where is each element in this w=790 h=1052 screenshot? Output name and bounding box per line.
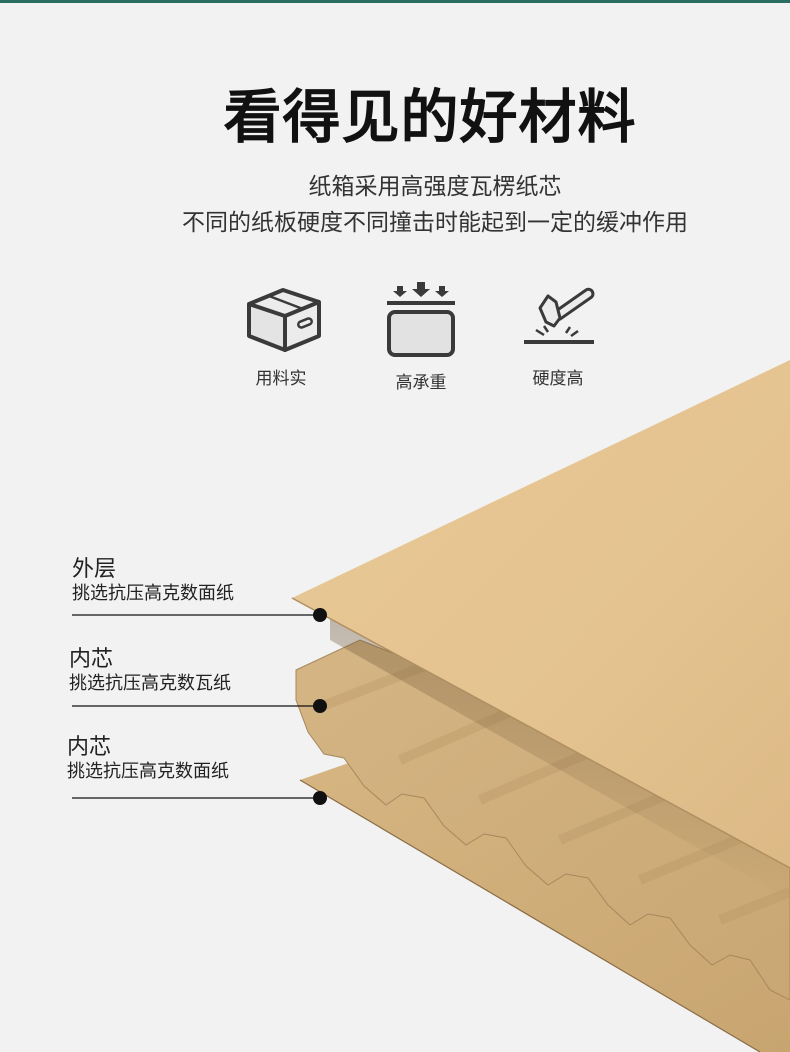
callout-outer-layer: 外层 挑选抗压高克数面纸	[72, 557, 234, 605]
hammer-icon	[524, 287, 595, 344]
feature-high-load: 高承重	[366, 282, 476, 393]
page-title: 看得见的好材料	[223, 83, 637, 151]
callout-title: 内芯	[67, 735, 112, 760]
callout-flute-core: 内芯 挑选抗压高克数瓦纸	[69, 647, 231, 695]
callout-inner-liner: 内芯 挑选抗压高克数面纸	[67, 735, 229, 783]
callout-desc: 挑选抗压高克数面纸	[72, 583, 234, 604]
box-icon	[247, 288, 321, 352]
leader-dot-flute	[313, 699, 327, 713]
callout-title: 内芯	[69, 647, 114, 672]
bottom-liner-sheet	[300, 752, 790, 1052]
callout-desc: 挑选抗压高克数瓦纸	[69, 673, 231, 694]
corrugated-flute-layer	[295, 639, 790, 1001]
leader-dot-inner	[313, 791, 327, 805]
load-bearing-icon	[387, 282, 455, 357]
subtitle-line-2: 不同的纸板硬度不同撞击时能起到一定的缓冲作用	[182, 210, 688, 236]
top-liner-sheet	[292, 360, 790, 868]
callout-desc: 挑选抗压高克数面纸	[67, 761, 229, 782]
subtitle-line-1: 纸箱采用高强度瓦楞纸芯	[308, 174, 562, 200]
feature-label: 硬度高	[532, 369, 584, 389]
feature-solid-material: 用料实	[226, 282, 336, 389]
leader-dot-outer	[313, 608, 327, 622]
callout-title: 外层	[72, 557, 117, 582]
feature-label: 高承重	[395, 373, 447, 393]
feature-label: 用料实	[255, 369, 307, 389]
top-accent-bar	[0, 0, 790, 3]
feature-high-hardness: 硬度高	[503, 282, 613, 389]
